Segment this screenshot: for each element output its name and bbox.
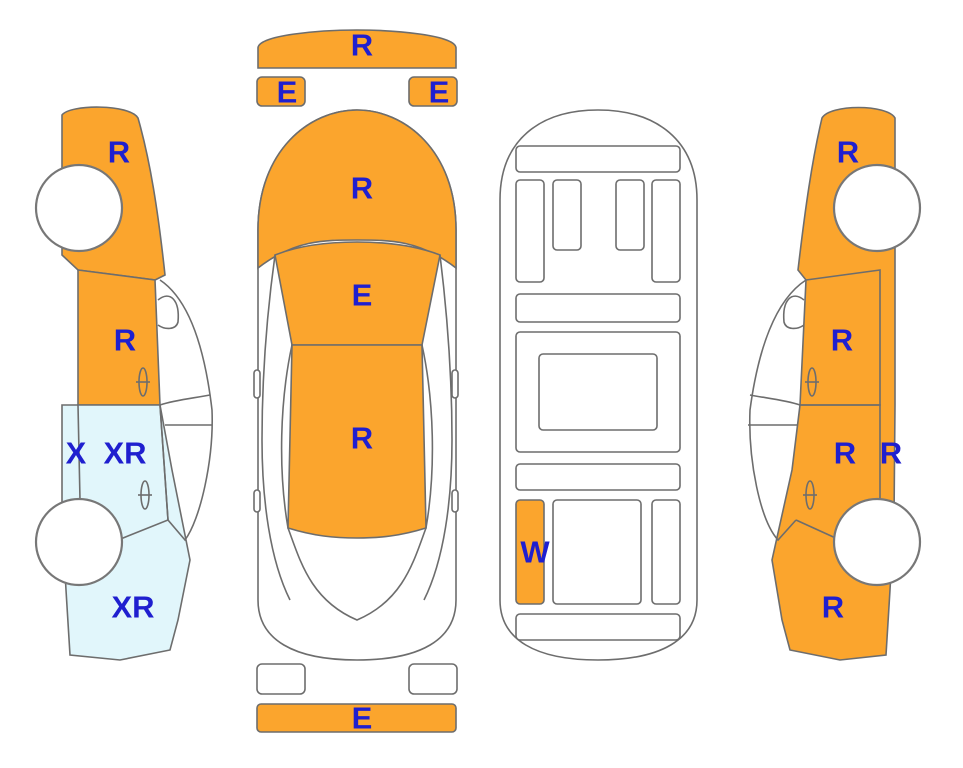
front-bumper-label: R [351,28,373,63]
right-front-wheel-icon [832,163,922,253]
right-rear-wheel-icon [832,497,922,587]
right-front-door-label: R [831,323,853,358]
left-front-door-label: R [114,323,136,358]
headlight-right-label: E [429,75,450,110]
front-bumper[interactable] [257,29,457,69]
underbody-floor-panel[interactable] [515,499,545,605]
top-view: R E E R E R E [253,28,459,736]
windshield-label: E [352,278,373,313]
right-side-view: R R R R R [748,106,922,661]
left-rear-door-label-b: XR [103,436,146,471]
rear-bumper-label: E [352,701,373,736]
right-rear-door-label: R [834,436,856,471]
headlight-right[interactable] [408,76,458,107]
hood[interactable] [257,109,457,270]
right-rear-door-edge-label: R [880,436,902,471]
roof[interactable] [287,344,427,539]
left-front-wheel-icon [34,163,124,253]
rear-bumper[interactable] [256,703,457,733]
right-front-label: R [837,135,859,170]
right-rear-label: R [822,590,844,625]
left-side-view: R R X XR XR [34,106,213,661]
windshield[interactable] [274,241,441,346]
left-rear-door-label-a: X [66,436,87,471]
left-rear-label: XR [111,590,154,625]
headlight-left[interactable] [256,76,306,107]
taillight-right[interactable] [408,663,458,695]
roof-label: R [351,421,373,456]
hood-label: R [351,171,373,206]
left-rear-wheel-icon [34,497,124,587]
headlight-left-label: E [277,75,298,110]
taillight-left[interactable] [256,663,306,695]
underbody-floor-label: W [520,535,550,570]
underbody-view: W [499,109,698,661]
left-front-label: R [108,135,130,170]
